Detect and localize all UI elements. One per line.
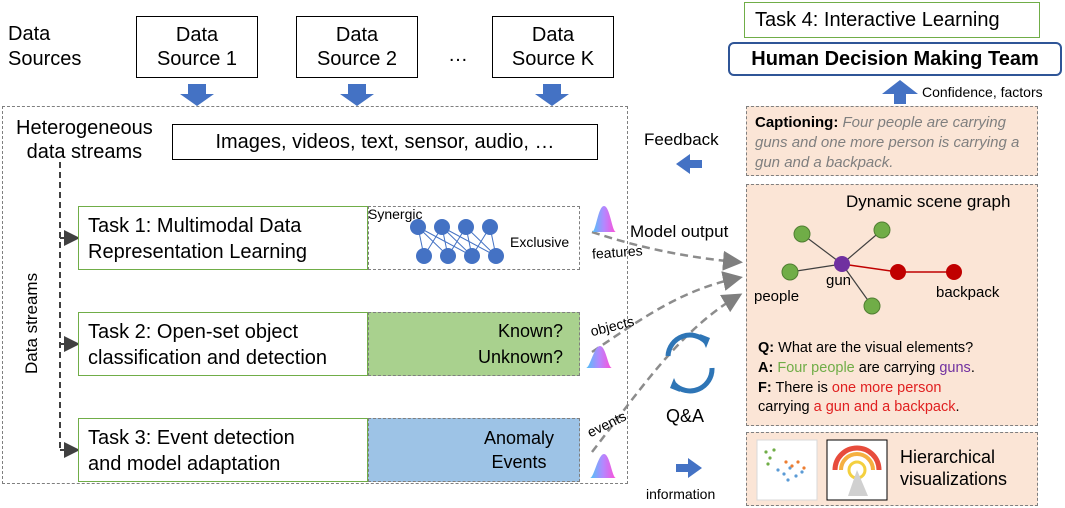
anomaly-events-label: Anomaly Events: [484, 428, 555, 472]
node-gun-label: gun: [826, 272, 852, 289]
main-pipeline-container: [2, 106, 628, 484]
information-arrow: [676, 458, 702, 478]
exclusive-label: Exclusive: [510, 234, 570, 250]
objects-arrow: [591, 271, 743, 354]
confidence-label: Confidence, factors: [922, 84, 1043, 100]
feedback-line-2: carrying a gun and a backpack.: [758, 399, 960, 415]
events-arrow: [591, 293, 743, 453]
heterogeneous-label: Heterogeneous data streams: [16, 117, 153, 163]
qa-label: Q&A: [666, 406, 705, 426]
f-mid: There is: [771, 380, 832, 396]
hierarchical-label: Hierarchical visualizations: [900, 447, 1008, 489]
ellipsis: …: [448, 44, 468, 66]
information-label: information: [646, 486, 716, 502]
scene-graph-box: [746, 184, 1038, 426]
node-backpack-label: backpack: [936, 284, 1000, 301]
a-mid: are carrying: [854, 360, 940, 376]
f-carrying: carrying: [758, 399, 814, 415]
task4-label: Task 4: Interactive Learning: [755, 9, 1000, 31]
confidence-arrow: [882, 80, 918, 104]
feedback-arrow: [676, 154, 702, 174]
data-source-k-label: Data Source K: [511, 24, 595, 70]
a-end: .: [970, 360, 975, 376]
captioning-text: Four people are carrying guns and one mo…: [755, 114, 1020, 171]
f-items: a gun and a backpack: [813, 399, 956, 415]
task2-box: Task 2: Open-set object classification a…: [78, 312, 368, 376]
synergic-network-icon: [410, 219, 504, 264]
task4-box: Task 4: Interactive Learning: [744, 2, 1040, 38]
q-label: Q:: [758, 340, 775, 356]
data-source-2-label: Data Source 2: [316, 24, 398, 70]
synergic-label: Synergic: [368, 206, 423, 222]
modalities-box: Images, videos, text, sensor, audio, …: [172, 124, 598, 160]
task2-label: Task 2: Open-set object classification a…: [88, 321, 328, 369]
histogram-icon: [586, 206, 616, 478]
data-source-k: Data Source K: [492, 16, 614, 78]
modalities-label: Images, videos, text, sensor, audio, …: [215, 131, 555, 153]
scene-graph-title: Dynamic scene graph: [846, 192, 1011, 211]
sources-label: Data Sources: [8, 23, 82, 70]
q-text: What are the visual elements?: [778, 340, 974, 356]
task2-graphic-box: [368, 312, 580, 376]
a-guns: guns: [939, 360, 971, 376]
data-streams-label: Data streams: [22, 272, 41, 374]
features-arrow: [591, 230, 743, 271]
qa-cycle-icon: [665, 332, 715, 394]
task1-box: Task 1: Multimodal Data Representation L…: [78, 206, 368, 270]
f-person: one more person: [831, 380, 942, 396]
feedback-line-1: F: There is one more person: [758, 380, 942, 396]
f-end: .: [955, 399, 960, 415]
question-line: Q: What are the visual elements?: [758, 340, 973, 356]
task1-label: Task 1: Multimodal Data Representation L…: [88, 215, 308, 263]
task3-label: Task 3: Event detection and model adapta…: [88, 427, 295, 475]
node-people-label: people: [754, 288, 800, 305]
data-source-2: Data Source 2: [296, 16, 418, 78]
answer-line: A: Four people are carrying guns.: [758, 360, 975, 376]
team-label: Human Decision Making Team: [751, 48, 1039, 70]
task3-graphic-box: [368, 418, 580, 482]
known-unknown-label: Known? Unknown?: [478, 321, 564, 367]
feedback-label: Feedback: [644, 130, 719, 149]
a-people: Four people: [777, 360, 855, 376]
task1-graphic-box: [368, 206, 580, 270]
data-source-1-label: Data Source 1: [156, 24, 238, 70]
f-label: F:: [758, 380, 772, 396]
captioning-box: Captioning: Four people are carrying gun…: [746, 106, 1038, 176]
task3-box: Task 3: Event detection and model adapta…: [78, 418, 368, 482]
data-source-1: Data Source 1: [136, 16, 258, 78]
model-output-label: Model output: [630, 222, 729, 241]
captioning-label: Captioning:: [755, 114, 839, 131]
a-label: A:: [758, 360, 774, 376]
team-box: Human Decision Making Team: [728, 42, 1062, 76]
source-arrow: [180, 84, 569, 106]
